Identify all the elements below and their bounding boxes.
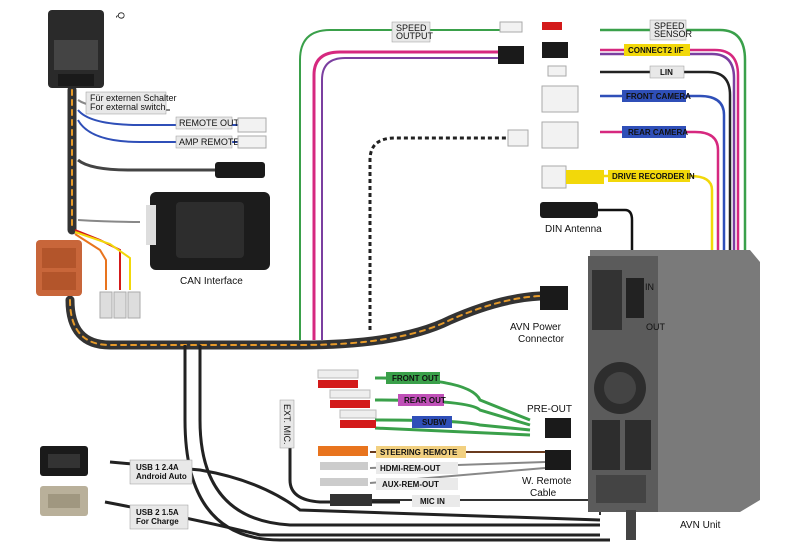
din-antenna-plug — [540, 202, 598, 218]
speed-output-label-1: SPEED — [396, 23, 427, 33]
drive-recorder-label: DRIVE RECORDER IN — [612, 172, 695, 181]
aux-rem-label: AUX-REM-OUT — [382, 480, 439, 489]
connect2-plug-left — [498, 46, 524, 64]
ext-switch-label-de: Für externen Schalter — [90, 93, 177, 103]
w-remote-label-1: W. Remote — [522, 476, 572, 487]
unit-port-in-label: IN — [645, 282, 654, 292]
aux-rem-tag — [376, 478, 458, 490]
can-interface-label: CAN Interface — [180, 276, 243, 287]
lower-black-cables — [104, 345, 610, 542]
hdmi-rem-tag — [376, 462, 458, 474]
w-remote-plug — [545, 450, 571, 470]
usb1-connector — [40, 446, 88, 476]
unit-port-out-label: OUT — [646, 322, 666, 332]
rear-out-label: REAR OUT — [404, 396, 446, 405]
amp-remote-plug — [237, 135, 267, 149]
avn-power-label-1: AVN Power — [510, 322, 562, 333]
hdmi-rem-label: HDMI-REM-OUT — [380, 464, 441, 473]
twisted-plug — [507, 129, 529, 147]
connect2-plug — [542, 42, 568, 58]
usb1-label-1: USB 1 2.4A — [136, 463, 179, 472]
quadlock-connector — [48, 10, 104, 88]
speed-output-label-2: OUTPUT — [396, 31, 434, 41]
ext-mic-tag — [279, 399, 295, 449]
main-harness — [65, 85, 545, 350]
pink-wire-1 — [312, 50, 510, 340]
rca-plugs — [317, 369, 377, 428]
lin-plug — [547, 65, 567, 77]
ext-switch-label-en: For external switch — [90, 102, 166, 112]
pre-out-label: PRE-OUT — [527, 404, 572, 415]
speed-output-tag — [391, 21, 431, 43]
twisted-pair-wire — [368, 136, 510, 330]
lin-label: LIN — [660, 68, 673, 77]
avn-power-connector — [540, 286, 568, 310]
speed-output-plug — [499, 21, 523, 33]
subw-label: SUBW — [422, 418, 447, 427]
usb2-connector — [40, 486, 88, 516]
steering-remote-tag — [376, 446, 466, 458]
steering-remote-label: STEERING REMOTE — [380, 448, 458, 457]
front-out-label: FRONT OUT — [392, 374, 439, 383]
speed-sensor-label-1: SPEED — [654, 21, 685, 31]
subw-tag — [412, 416, 452, 428]
lin-tag — [649, 65, 685, 79]
ext-mic-label: EXT. MIC. — [282, 404, 292, 445]
rear-camera-tag — [622, 126, 686, 138]
rear-out-tag — [398, 394, 444, 406]
can-interface-box — [146, 192, 270, 270]
ext-switch-plug — [215, 162, 265, 178]
connect2-label: CONNECT2 I/F — [628, 46, 684, 55]
usb1-label-2: Android Auto — [136, 472, 187, 481]
usb2-tag — [129, 504, 189, 530]
usb2-label-1: USB 2 1.5A — [136, 508, 179, 517]
pink-wire-2 — [321, 57, 510, 340]
aux-rem-plug — [320, 478, 368, 486]
mic-in-plug — [330, 494, 372, 506]
pre-out-wires — [374, 376, 531, 437]
usb1-tag — [129, 459, 193, 485]
avn-unit-label: AVN Unit — [680, 520, 721, 531]
rear-camera-plug — [541, 121, 579, 149]
quadlock-label: Q — [116, 12, 126, 19]
mic-in-label: MIC IN — [420, 497, 445, 506]
w-remote-label-2: Cable — [530, 488, 557, 499]
remote-out-plug — [237, 117, 267, 133]
mic-in-tag — [412, 495, 460, 507]
harness-plug-orange — [36, 240, 82, 296]
connect2-tag — [624, 44, 690, 56]
drive-recorder-tag — [608, 170, 690, 182]
din-antenna-label: DIN Antenna — [545, 224, 602, 235]
steering-remote-plug — [318, 446, 368, 456]
pre-out-plug — [545, 418, 571, 438]
drive-recorder-plug — [541, 165, 604, 189]
front-camera-plug — [541, 85, 579, 113]
fuse-plugs — [99, 291, 141, 319]
ext-switch-tag — [85, 91, 167, 115]
rear-camera-label: REAR CAMERA — [628, 128, 688, 137]
remote-out-tag — [175, 116, 233, 130]
usb2-label-2: For Charge — [136, 517, 179, 526]
amp-remote-tag — [175, 135, 233, 149]
front-out-tag — [386, 372, 440, 384]
right-wire-bundle — [600, 28, 747, 422]
harness-branches — [74, 99, 240, 290]
avn-power-label-2: Connector — [518, 334, 565, 345]
speed-sensor-connector — [542, 19, 687, 41]
bottom-jack — [626, 510, 636, 540]
front-camera-tag — [622, 90, 686, 102]
din-antenna-cable — [595, 208, 634, 262]
front-camera-label: FRONT CAMERA — [626, 92, 691, 101]
speed-sensor-label-2: SENSOR — [654, 29, 693, 39]
avn-unit — [588, 250, 760, 512]
remote-out-label: REMOTE OUT — [179, 118, 240, 128]
amp-remote-label: AMP REMOTE — [179, 137, 239, 147]
speed-output-wire — [299, 29, 500, 340]
hdmi-rem-plug — [320, 462, 368, 470]
